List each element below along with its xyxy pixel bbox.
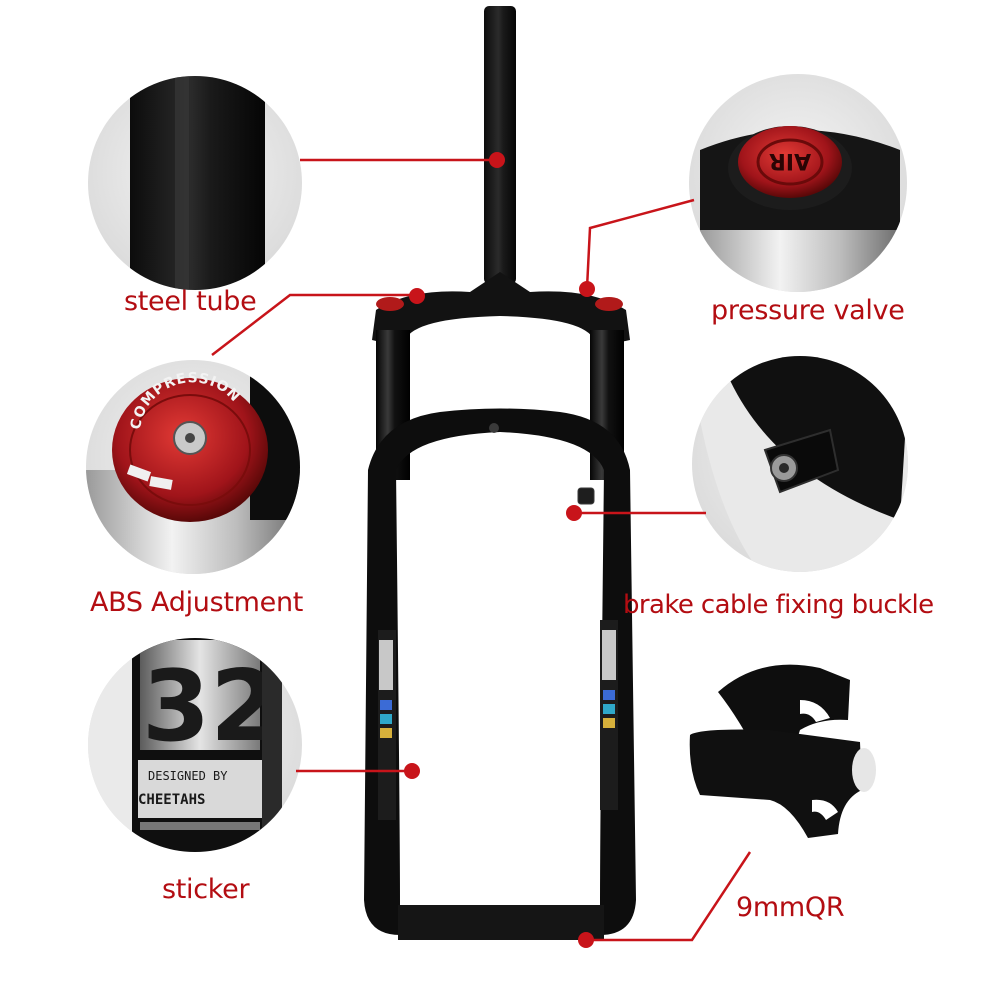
abs-adjustment-detail: COMPRESSION bbox=[86, 360, 300, 574]
label-pressure-valve: pressure valve bbox=[711, 295, 905, 326]
leader-pressure-valve bbox=[585, 198, 695, 289]
steel-tube-detail bbox=[88, 76, 302, 290]
qr-dropout-detail bbox=[689, 664, 876, 838]
label-sticker: sticker bbox=[162, 874, 250, 905]
label-abs-adjustment: ABS Adjustment bbox=[90, 587, 304, 618]
pressure-valve-detail: AIR bbox=[689, 74, 907, 292]
svg-text:32: 32 bbox=[142, 650, 278, 764]
svg-text:DESIGNED BY: DESIGNED BY bbox=[148, 769, 228, 783]
leader-qr bbox=[586, 851, 752, 942]
leader-abs-adjustment bbox=[211, 293, 415, 356]
label-9mmqr: 9mmQR bbox=[736, 892, 845, 923]
annotation-leaders bbox=[211, 158, 752, 942]
dot-sticker bbox=[404, 763, 420, 779]
suspension-fork bbox=[364, 6, 636, 940]
svg-text:AIR: AIR bbox=[769, 148, 811, 173]
dot-abs-adjustment bbox=[409, 288, 425, 304]
dot-pressure-valve bbox=[579, 281, 595, 297]
label-brake-cable-fixing-buckle: brake cable fixing buckle bbox=[623, 590, 934, 620]
svg-text:CHEETAHS: CHEETAHS bbox=[138, 792, 205, 808]
annotation-dots bbox=[404, 152, 595, 948]
dot-qr bbox=[578, 932, 594, 948]
sticker-detail: 32 DESIGNED BY CHEETAHS bbox=[88, 638, 302, 852]
dot-brake-cable bbox=[566, 505, 582, 521]
brake-cable-buckle-detail bbox=[692, 356, 908, 572]
label-steel-tube: steel tube bbox=[124, 286, 257, 317]
dot-steel-tube bbox=[489, 152, 505, 168]
